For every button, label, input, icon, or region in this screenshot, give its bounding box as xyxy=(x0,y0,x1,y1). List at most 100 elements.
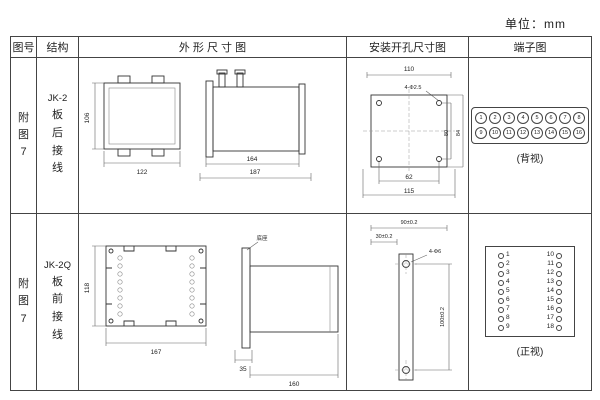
terminal-pair-row: 5 14 xyxy=(486,288,574,295)
terminal-dot xyxy=(498,270,504,277)
terminal-number: 4 xyxy=(506,278,510,286)
dim-35-label: 35 xyxy=(239,366,247,373)
terminal-row-top: 1 2 3 4 5 6 7 8 xyxy=(475,111,585,124)
wiring-label: 板前接线 xyxy=(52,275,63,341)
terminal-number: 9 xyxy=(506,323,510,331)
terminal-dot xyxy=(556,297,562,304)
row1-fig-no-cell: 附图7 xyxy=(11,58,37,214)
terminal-circle: 4 xyxy=(517,111,529,124)
fig-no-label: 附图7 xyxy=(18,111,29,159)
terminal-circle: 10 xyxy=(489,126,501,139)
dim-90-label: 90±0.2 xyxy=(400,220,417,226)
terminal-number: 7 xyxy=(506,305,510,313)
terminal-number: 6 xyxy=(506,296,510,304)
terminal-dot xyxy=(498,306,504,313)
base-label: 底座 xyxy=(256,234,268,242)
dim-62-label: 62 xyxy=(405,174,413,181)
terminal-circle: 8 xyxy=(573,111,585,124)
terminal-number: 5 xyxy=(506,287,510,295)
row1-install-cell: 110 4-Φ2.5 80 84 62 115 xyxy=(347,58,469,214)
terminal-dot xyxy=(556,252,562,259)
dim-100-label: 100±0.2 xyxy=(440,307,446,327)
model-label: JK-2 xyxy=(47,93,68,105)
terminal-dot xyxy=(498,261,504,268)
terminal-dot xyxy=(498,252,504,259)
terminal-pair-row: 7 16 xyxy=(486,306,574,313)
terminal-diagram-front: 1 10 2 11 3 12 4 13 5 14 xyxy=(485,246,575,337)
terminal-number: 14 xyxy=(546,287,554,295)
unit-label: 单位：mm xyxy=(505,17,566,31)
dim-122-label: 122 xyxy=(136,169,147,176)
terminal-dot xyxy=(556,270,562,277)
terminal-circle: 7 xyxy=(559,111,571,124)
dim-118-label: 118 xyxy=(84,282,91,293)
dim-110-label: 110 xyxy=(403,66,414,73)
dim-164-label: 164 xyxy=(246,156,257,163)
row2-outline-cell: 118 167 底座 35 160 xyxy=(79,214,347,390)
row2-structure-cell: JK-2Q 板前接线 xyxy=(37,214,79,390)
hole-note-label: 4-Φ6 xyxy=(428,249,440,255)
dim-30-label: 30±0.2 xyxy=(375,234,392,240)
terminal-dot xyxy=(498,324,504,331)
dim-115-label: 115 xyxy=(403,188,414,195)
jk2q-install-drawing: 90±0.2 30±0.2 4-Φ6 100±0.2 xyxy=(370,220,452,381)
terminal-pair-row: 4 13 xyxy=(486,279,574,286)
jk2-outline-drawing: 106 122 164 187 xyxy=(84,69,311,181)
row2-install-cell: 90±0.2 30±0.2 4-Φ6 100±0.2 xyxy=(347,214,469,390)
terminal-dot xyxy=(498,315,504,322)
terminal-dot xyxy=(556,279,562,286)
view-label-rear: (背视) xyxy=(516,153,544,165)
terminal-dot xyxy=(498,279,504,286)
terminal-number: 8 xyxy=(506,314,510,322)
terminal-circle: 14 xyxy=(545,126,557,139)
terminal-circle: 11 xyxy=(503,126,515,139)
terminal-number: 2 xyxy=(506,260,510,268)
col-header-terminal: 端子图 xyxy=(469,37,591,58)
terminal-diagram-rear: 1 2 3 4 5 6 7 8 9 10 11 12 13 14 15 xyxy=(471,106,589,144)
terminal-number: 18 xyxy=(546,323,554,331)
terminal-circle: 2 xyxy=(489,111,501,124)
terminal-dot xyxy=(498,297,504,304)
terminal-dot xyxy=(556,306,562,313)
terminal-row-bottom: 9 10 11 12 13 14 15 16 xyxy=(475,126,585,139)
terminal-pair-row: 9 18 xyxy=(486,324,574,331)
terminal-number: 13 xyxy=(546,278,554,286)
col-header-structure: 结构 xyxy=(37,37,79,58)
wiring-label: 板后接线 xyxy=(52,109,63,175)
col-header-outline: 外 形 尺 寸 图 xyxy=(79,37,347,58)
dim-80-label: 80 xyxy=(444,129,450,135)
model-label: JK-2Q xyxy=(44,259,71,271)
terminal-circle: 13 xyxy=(531,126,543,139)
terminal-number: 11 xyxy=(547,260,554,268)
terminal-circle: 9 xyxy=(475,126,487,139)
terminal-pair-row: 8 17 xyxy=(486,315,574,322)
col-header-fig-no: 图号 xyxy=(11,37,37,58)
dim-106-label: 106 xyxy=(84,112,91,123)
terminal-dot xyxy=(556,261,562,268)
dim-84-label: 84 xyxy=(456,129,462,135)
view-label-front: (正视) xyxy=(516,346,544,358)
dim-187-label: 187 xyxy=(249,169,260,176)
terminal-number: 17 xyxy=(546,314,554,322)
row1-structure-cell: JK-2 板后接线 xyxy=(37,58,79,214)
row2-fig-no-cell: 附图7 xyxy=(11,214,37,390)
terminal-pair-row: 6 15 xyxy=(486,297,574,304)
dim-167-label: 167 xyxy=(150,349,161,356)
terminal-circle: 5 xyxy=(531,111,543,124)
terminal-circle: 15 xyxy=(559,126,571,139)
terminal-number: 16 xyxy=(546,305,554,313)
terminal-number: 10 xyxy=(546,251,554,259)
terminal-number: 12 xyxy=(546,269,554,277)
terminal-number: 15 xyxy=(546,296,554,304)
terminal-circle: 3 xyxy=(503,111,515,124)
terminal-number: 1 xyxy=(506,251,510,259)
terminal-circle: 1 xyxy=(475,111,487,124)
terminal-pair-row: 1 10 xyxy=(486,252,574,259)
terminal-circle: 6 xyxy=(545,111,557,124)
row1-outline-cell: 106 122 164 187 xyxy=(79,58,347,214)
terminal-pair-row: 2 11 xyxy=(486,261,574,268)
terminal-number: 3 xyxy=(506,269,510,277)
row1-terminal-cell: 1 2 3 4 5 6 7 8 9 10 11 12 13 14 15 xyxy=(469,58,591,214)
terminal-dot xyxy=(556,288,562,295)
